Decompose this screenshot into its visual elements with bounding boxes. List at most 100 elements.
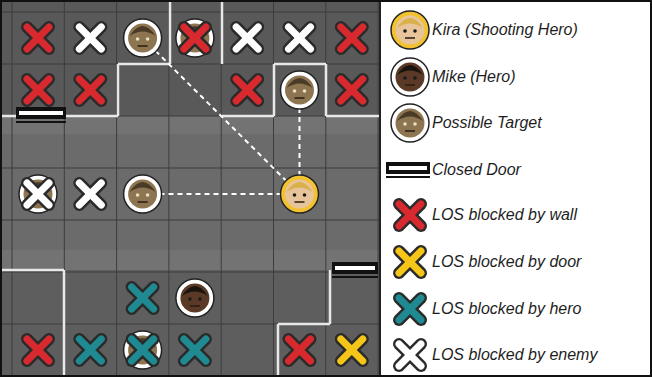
zombie-token	[124, 175, 162, 213]
x-stroke	[236, 27, 258, 49]
x-outline	[79, 79, 101, 101]
token-face	[396, 16, 425, 45]
x-outline	[289, 27, 311, 49]
x-outline	[236, 27, 258, 49]
blocked-x-mark	[236, 27, 258, 49]
token-eye	[403, 122, 407, 126]
x-outline	[399, 298, 421, 320]
x-stroke	[399, 298, 421, 320]
x-outline	[132, 339, 154, 361]
blocked-x-mark	[132, 287, 154, 309]
wall	[277, 324, 280, 377]
x-outline	[79, 27, 101, 49]
x-outline	[184, 27, 206, 49]
token-mouth	[138, 201, 148, 203]
x-stroke	[399, 344, 421, 366]
x-outline	[79, 183, 101, 205]
x-outline	[399, 204, 421, 226]
token-eye	[403, 76, 407, 80]
x-stroke	[236, 79, 258, 101]
x-stroke	[79, 27, 101, 49]
token-hair	[397, 111, 423, 121]
token-face	[180, 284, 209, 313]
blocked-x-mark	[399, 251, 421, 273]
x-stroke	[289, 27, 311, 49]
legend-label: LOS blocked by hero	[432, 299, 581, 319]
legend-icon	[399, 298, 421, 320]
x-outline	[341, 79, 363, 101]
x-stroke	[399, 344, 421, 366]
blocked-x-mark	[289, 27, 311, 49]
x-stroke	[399, 251, 421, 273]
x-outline	[399, 251, 421, 273]
blocked-x-mark	[341, 79, 363, 101]
x-stroke	[184, 339, 206, 361]
grid-line	[0, 12, 380, 13]
x-stroke	[79, 79, 101, 101]
grid-line	[116, 0, 117, 377]
door-panel	[19, 111, 63, 115]
x-outline	[79, 183, 101, 205]
x-outline	[132, 287, 154, 309]
door-frame	[386, 162, 430, 174]
x-outline	[27, 79, 49, 101]
legend-label: Mike (Hero)	[432, 67, 516, 87]
token-eye	[198, 297, 202, 301]
blocked-x-mark	[27, 339, 49, 361]
tokens	[19, 19, 363, 369]
legend-label: Possible Target	[432, 113, 542, 133]
wall	[222, 115, 274, 118]
token-mouth	[190, 305, 200, 307]
legend-icons	[386, 11, 430, 366]
token-ring	[124, 19, 162, 57]
blocked-x-mark	[27, 27, 49, 49]
token-mouth	[295, 201, 305, 203]
game-board	[0, 0, 380, 377]
token-hair	[182, 286, 208, 296]
grid-line	[64, 0, 65, 377]
token-face	[128, 336, 157, 365]
x-outline	[289, 339, 311, 361]
x-outline	[79, 27, 101, 49]
wall	[273, 64, 276, 116]
legend-item: LOS blocked by door	[432, 251, 581, 273]
x-outline	[132, 287, 154, 309]
mike-token	[176, 279, 214, 317]
grid-line	[12, 0, 13, 377]
x-stroke	[27, 27, 49, 49]
x-stroke	[184, 27, 206, 49]
x-outline	[79, 339, 101, 361]
token-mouth	[405, 37, 415, 39]
kira-token	[391, 11, 429, 49]
blocked-x-mark	[27, 183, 49, 205]
grid-line	[0, 220, 380, 221]
legend-label: Kira (Shooting Hero)	[432, 20, 578, 40]
x-outline	[399, 251, 421, 273]
token-face	[285, 76, 314, 105]
blocked-x-mark	[79, 339, 101, 361]
x-stroke	[79, 27, 101, 49]
wall	[169, 0, 172, 64]
zombie-token	[281, 71, 319, 109]
token-face	[285, 180, 314, 209]
x-outline	[341, 339, 363, 361]
zombie-token	[391, 104, 429, 142]
x-stroke	[27, 79, 49, 101]
zombie-token	[124, 331, 162, 369]
closed-door	[16, 107, 66, 122]
x-outline	[27, 339, 49, 361]
grid-line	[0, 64, 380, 65]
x-stroke	[132, 339, 154, 361]
token-eye	[303, 193, 307, 197]
legend-label: LOS blocked by enemy	[432, 345, 597, 365]
legend-label: Closed Door	[432, 160, 521, 180]
x-outline	[289, 27, 311, 49]
blocked-x-mark	[341, 27, 363, 49]
building-floor	[0, 270, 380, 377]
legend-icon	[391, 11, 429, 49]
x-stroke	[27, 183, 49, 205]
wall	[325, 64, 328, 116]
x-stroke	[341, 339, 363, 361]
x-stroke	[341, 339, 363, 361]
